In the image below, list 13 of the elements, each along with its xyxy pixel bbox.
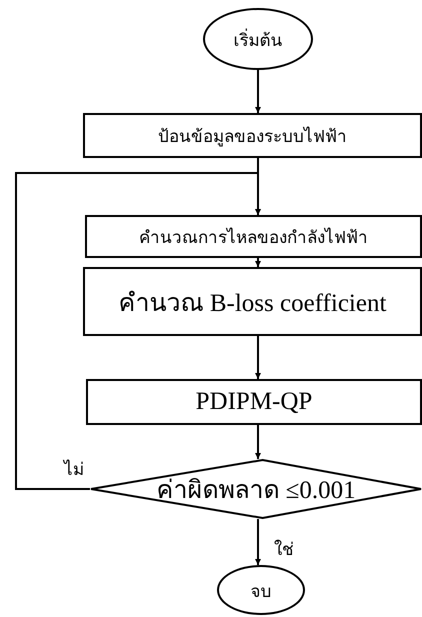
terminal-oval: เริ่มต้น (203, 8, 313, 70)
decision-diamond: ค่าผิดพลาด ≤0.001 (90, 459, 422, 519)
arrow (255, 258, 261, 267)
arrow (255, 70, 261, 113)
process-box: PDIPM-QP (86, 379, 422, 425)
terminal-oval: จบ (217, 565, 305, 615)
process-box: ป้อนข้อมูลของระบบไฟฟ้า (83, 113, 422, 158)
process-box: คำนวณการไหลของกำลังไฟฟ้า (85, 215, 422, 258)
arrow (255, 519, 261, 565)
arrow (255, 425, 261, 459)
process-box: คำนวณ B-loss coefficient (83, 267, 422, 336)
arrow (255, 336, 261, 379)
arrow (15, 172, 261, 490)
